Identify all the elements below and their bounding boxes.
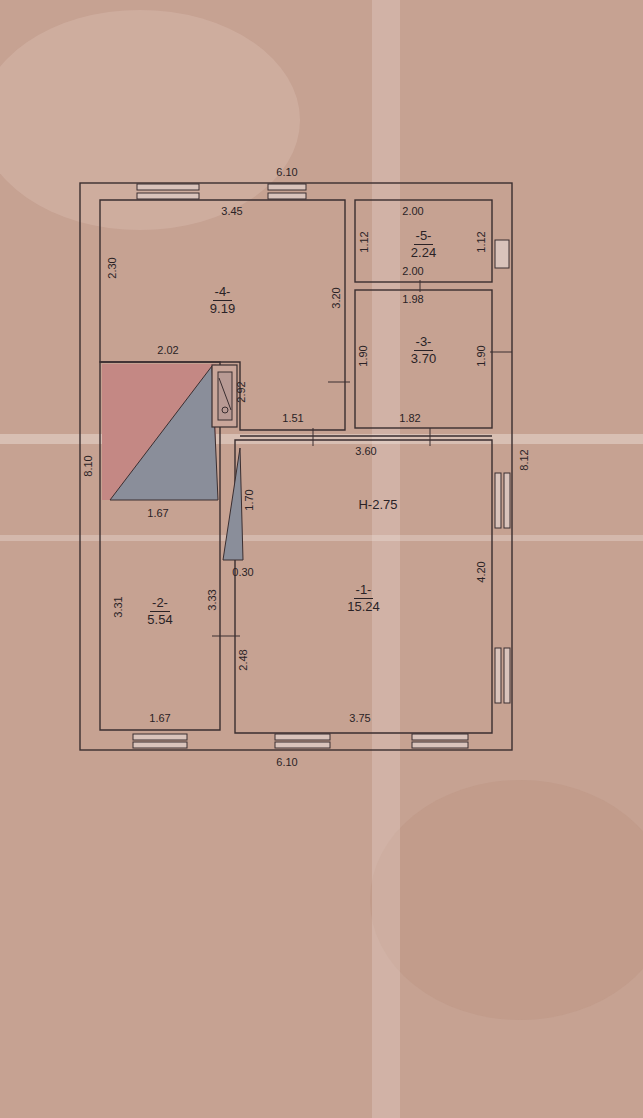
dimension-label: 2.30 — [106, 256, 118, 279]
dimension-label: 3.20 — [330, 286, 342, 309]
dimension-label: 6.10 — [275, 756, 298, 768]
dimension-label: H-2.75 — [357, 499, 398, 511]
room-number: -3- — [414, 334, 434, 351]
room-area: 2.24 — [409, 245, 438, 261]
room: -4-9.19 — [100, 200, 345, 362]
dimension-label: 4.20 — [475, 560, 487, 583]
dimension-label: 2.00 — [401, 205, 424, 217]
room-area: 15.24 — [345, 599, 382, 615]
dimension-label: 2.48 — [237, 648, 249, 671]
room-number: -2- — [150, 595, 170, 612]
dimension-label: 8.10 — [82, 454, 94, 477]
dimension-label: 6.10 — [275, 166, 298, 178]
dimension-label: 1.90 — [357, 344, 369, 367]
dimension-label: 3.31 — [112, 595, 124, 618]
dimension-label: 2.02 — [156, 344, 179, 356]
room: -3-3.70 — [355, 290, 492, 428]
dimension-label: 3.60 — [354, 445, 377, 457]
dimension-label: 0.30 — [231, 566, 254, 578]
room: -1-15.24 — [235, 440, 492, 733]
room-number: -4- — [213, 284, 233, 301]
dimension-label: 1.12 — [475, 230, 487, 253]
dimension-label: 8.12 — [518, 448, 530, 471]
dimension-label: 1.90 — [475, 344, 487, 367]
room-area: 9.19 — [208, 301, 237, 317]
room-area: 3.70 — [409, 351, 438, 367]
dimension-label: 1.98 — [401, 293, 424, 305]
room-number: -5- — [414, 228, 434, 245]
dimension-label: 3.75 — [348, 712, 371, 724]
dimension-label: 1.70 — [243, 488, 255, 511]
dimension-label: 2.00 — [401, 265, 424, 277]
room-number: -1- — [354, 582, 374, 599]
dimension-label: 1.67 — [146, 507, 169, 519]
room-area: 5.54 — [145, 612, 174, 628]
dimension-label: 1.67 — [148, 712, 171, 724]
dimension-label: 3.33 — [206, 588, 218, 611]
dimension-label: 3.45 — [220, 205, 243, 217]
dimension-label: 1.51 — [281, 412, 304, 424]
dimension-label: 1.82 — [398, 412, 421, 424]
dimension-label: 2.92 — [235, 380, 247, 403]
dimension-label: 1.12 — [358, 230, 370, 253]
